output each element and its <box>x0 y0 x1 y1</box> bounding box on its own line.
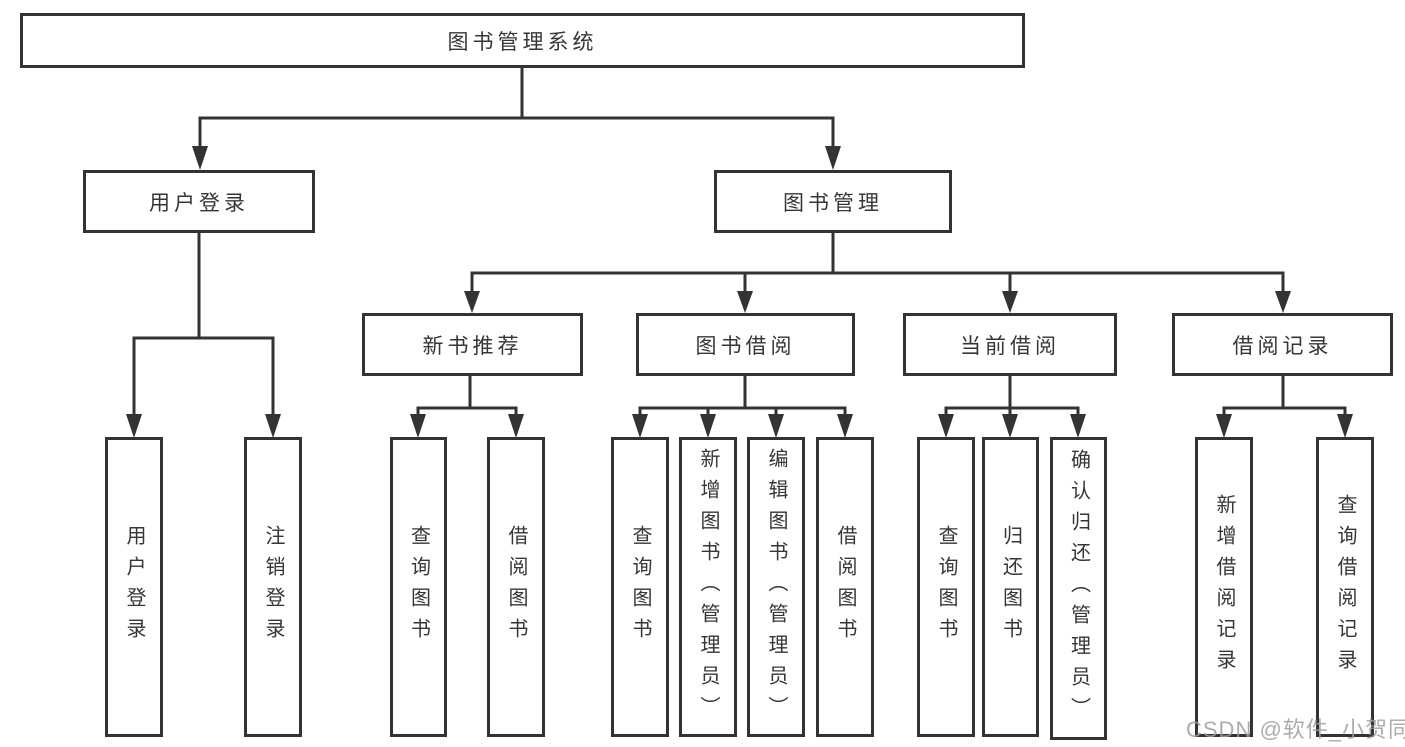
csdn-watermark: CSDN @软件_小贺同学 <box>1186 717 1405 742</box>
leaf-rec-query-book: 查询图书 <box>390 437 447 737</box>
leaf-bb-add-book-admin: 新增图书（管理员） <box>679 437 737 737</box>
node-root-library-system: 图书管理系统 <box>20 13 1025 68</box>
leaf-bb-borrow-book: 借阅图书 <box>816 437 874 737</box>
leaf-br-query-record: 查询借阅记录 <box>1316 437 1374 737</box>
node-book-borrowing: 图书借阅 <box>636 313 855 376</box>
node-current-borrowing: 当前借阅 <box>903 313 1117 376</box>
leaf-logout: 注销登录 <box>244 437 302 737</box>
node-book-management: 图书管理 <box>714 170 952 233</box>
leaf-cb-confirm-return-admin: 确认归还（管理员） <box>1050 437 1107 740</box>
leaf-cb-query-book: 查询图书 <box>917 437 975 737</box>
leaf-bb-edit-book-admin: 编辑图书（管理员） <box>747 437 805 737</box>
arrowhead-icons <box>126 146 1353 438</box>
leaf-cb-return-book: 归还图书 <box>982 437 1039 737</box>
node-user-login: 用户登录 <box>83 170 315 233</box>
leaf-user-login: 用户登录 <box>105 437 163 737</box>
leaf-bb-query-book: 查询图书 <box>611 437 669 737</box>
node-borrow-records: 借阅记录 <box>1172 313 1393 376</box>
leaf-rec-borrow-book: 借阅图书 <box>487 437 545 737</box>
node-new-book-recommend: 新书推荐 <box>362 313 583 376</box>
leaf-br-add-record: 新增借阅记录 <box>1195 437 1253 737</box>
